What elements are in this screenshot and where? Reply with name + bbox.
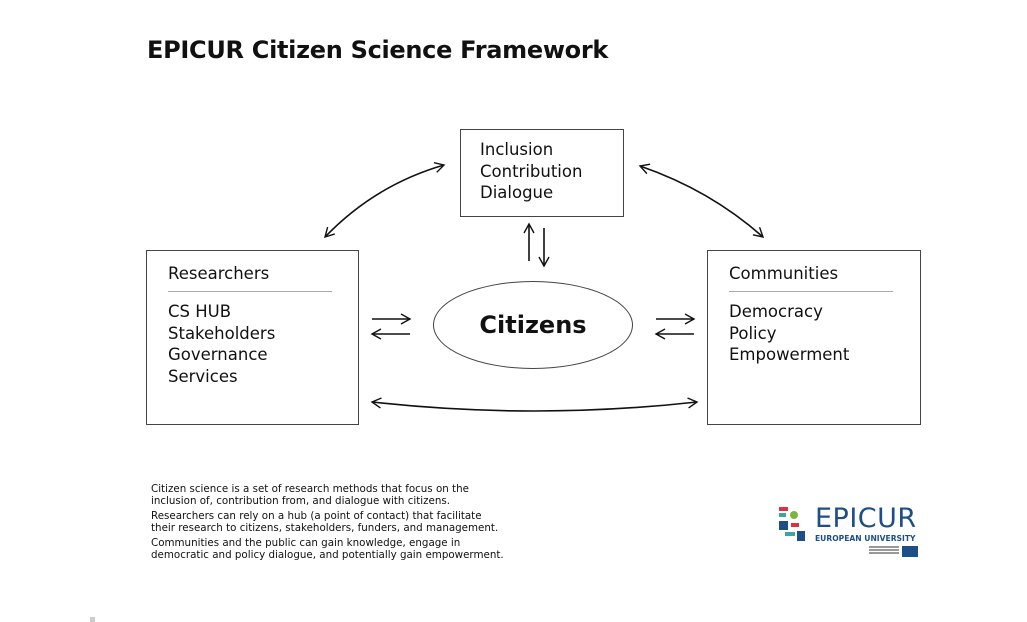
citizens-label: Citizens — [479, 311, 587, 339]
box-heading: Communities — [729, 264, 839, 283]
box-heading: Researchers — [168, 264, 270, 283]
page-title: EPICUR Citizen Science Framework — [147, 36, 609, 64]
box-line: Services — [168, 366, 238, 386]
box-line: Dialogue — [480, 183, 554, 202]
box-line: Contribution — [480, 161, 583, 181]
box-line: Policy — [729, 323, 777, 343]
epicur-logo: EPICUR EUROPEAN UNIVERSITY — [777, 503, 922, 559]
divider — [168, 291, 332, 292]
epicur-logo-mark-icon — [779, 507, 805, 541]
arrow-researchers-communities — [370, 397, 699, 412]
eu-funding-text-icon — [869, 546, 899, 557]
divider — [729, 291, 893, 292]
description-paragraph: Communities and the public can gain know… — [151, 536, 504, 562]
page-marker — [90, 617, 95, 622]
box-line: Democracy — [729, 302, 823, 321]
epicur-wordmark: EPICUR — [815, 503, 917, 534]
box-line: Empowerment — [729, 345, 850, 364]
box-line: CS HUB — [168, 302, 232, 321]
box-line: Inclusion — [480, 140, 554, 159]
description-text: Citizen science is a set of research met… — [151, 483, 551, 564]
description-paragraph: Citizen science is a set of research met… — [151, 483, 469, 508]
eu-flag-icon — [902, 546, 918, 557]
box-line: Governance — [168, 345, 268, 364]
citizens-ellipse: Citizens — [433, 281, 633, 369]
arrow-top-communities — [638, 163, 765, 238]
box-researchers: Researchers CS HUB Stakeholders Governan… — [146, 250, 359, 425]
arrow-researchers-top — [324, 162, 446, 239]
epicur-subtitle: EUROPEAN UNIVERSITY — [815, 534, 916, 543]
description-paragraph: Researchers can rely on a hub (a point o… — [151, 509, 499, 535]
box-inclusion: Inclusion Contribution Dialogue — [460, 129, 624, 217]
box-line: Stakeholders — [168, 323, 276, 343]
box-communities: Communities Democracy Policy Empowerment — [707, 250, 921, 425]
